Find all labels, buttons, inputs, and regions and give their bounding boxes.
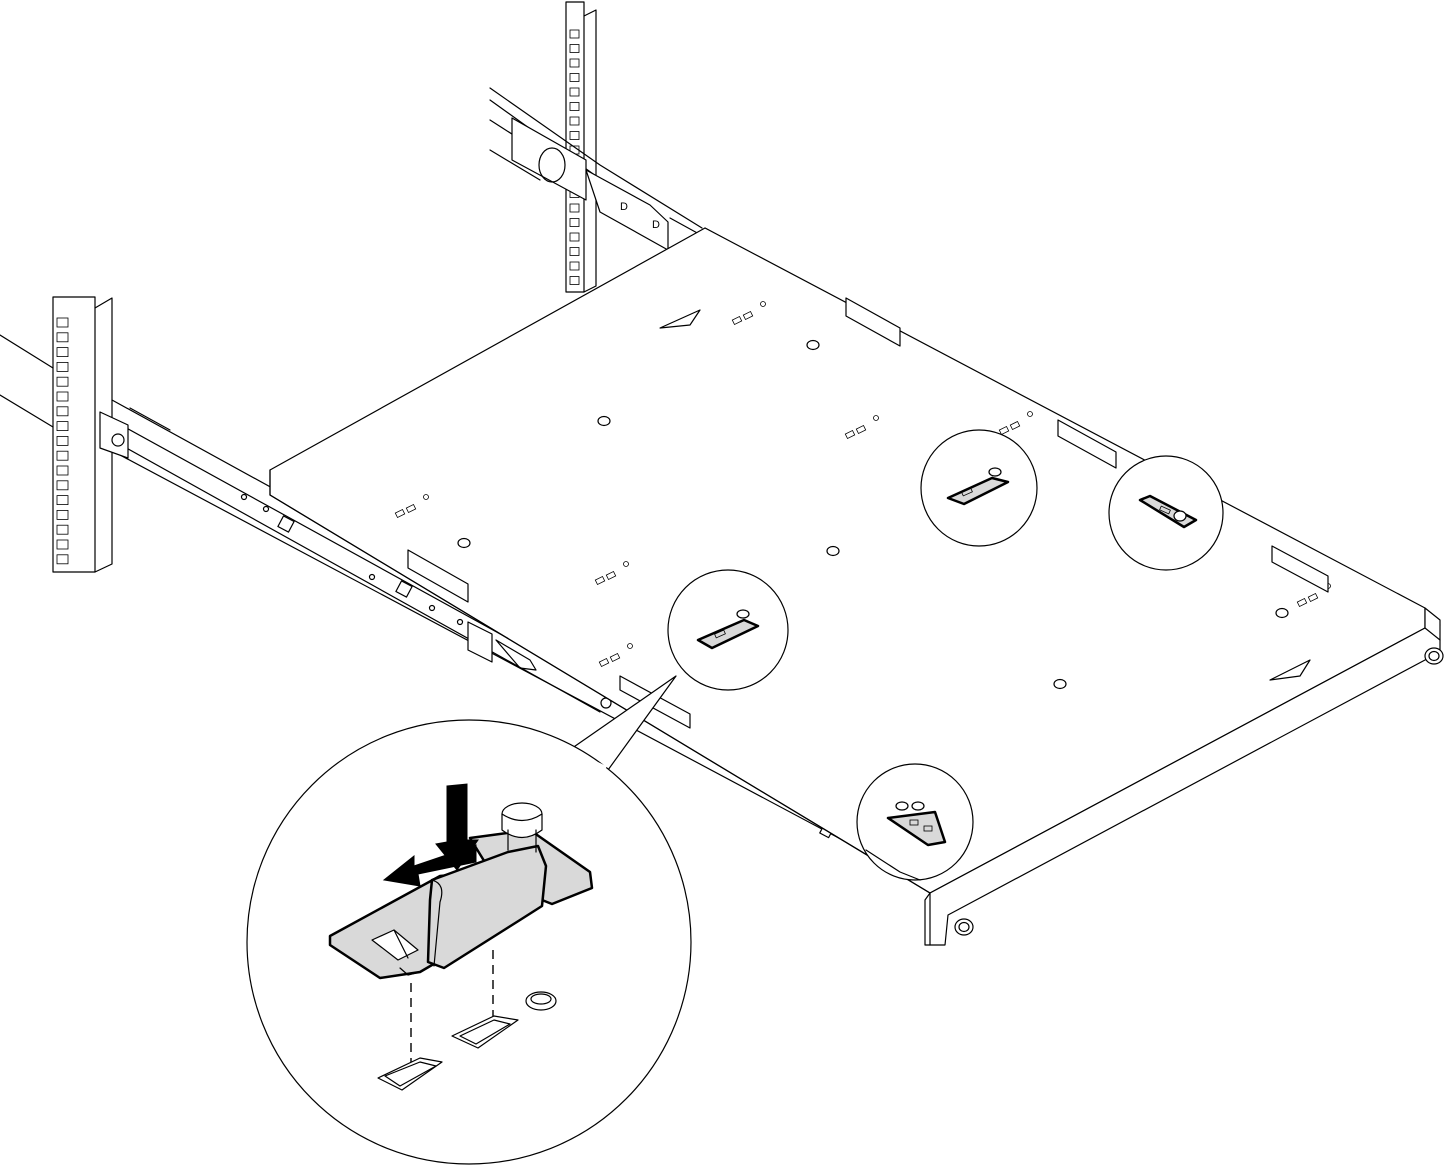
rubber-pad-clip-icon	[946, 467, 1010, 506]
tray-rivet-icon	[423, 494, 429, 500]
enlarged-detail-callout	[246, 675, 692, 1165]
rack-hole-icon	[569, 276, 580, 285]
rubber-pad-clip-icon	[886, 801, 947, 847]
rack-hole-icon	[56, 406, 69, 417]
tray-slot-icon	[1307, 592, 1319, 603]
rack-hole-icon	[569, 203, 580, 213]
tray-slot-icon	[609, 652, 621, 663]
tray-rivet-icon	[623, 561, 629, 567]
rack-hole-icon	[56, 391, 69, 402]
rack-hole-icon	[56, 450, 69, 461]
tray-rivet-icon	[760, 301, 766, 307]
tray-hole-icon	[457, 537, 471, 549]
tray-rivet-icon	[627, 643, 633, 649]
tray-rivet-icon	[873, 415, 879, 421]
tray-rivet-icon	[1027, 411, 1033, 417]
tray-slot-icon	[742, 310, 754, 321]
rack-hole-icon	[56, 539, 69, 550]
tray-slot-icon	[394, 508, 406, 519]
svg-text:D: D	[620, 201, 628, 213]
rack-hole-icon	[56, 509, 69, 520]
rack-hole-icon	[569, 116, 580, 126]
tray-slot-icon	[1009, 420, 1021, 431]
rack-hole-icon	[56, 435, 69, 446]
tray-slot-icon	[598, 657, 610, 668]
rack-hole-icon	[569, 29, 580, 39]
rack-hole-icon	[569, 218, 580, 227]
tray-slot-icon	[451, 1015, 519, 1049]
rack-hole-icon	[569, 232, 580, 242]
rack-hole-icon	[569, 247, 580, 256]
tray-slot-icon	[1296, 597, 1308, 608]
rack-hole-icon	[56, 465, 69, 476]
rack-hole-icon	[56, 495, 69, 506]
rack-hole-icon	[56, 480, 69, 491]
tray-hole-icon	[1275, 607, 1289, 619]
rack-hole-icon	[56, 347, 69, 358]
tray-slot-icon	[594, 575, 606, 586]
rubber-pad-clip-icon	[696, 609, 760, 650]
rack-hole-icon	[56, 524, 69, 535]
tray-slot-icon	[998, 425, 1010, 436]
thumbscrew-icon	[1424, 647, 1444, 665]
rack-hole-icon	[569, 261, 580, 271]
slide-left-arrow-icon	[382, 844, 477, 887]
detail-circle-4	[856, 763, 974, 881]
tray-slot-icon	[844, 429, 856, 440]
rack-hole-icon	[569, 58, 580, 68]
tray-hole-icon	[806, 339, 820, 351]
rack-hole-icon	[56, 317, 69, 328]
detail-circle-2	[1108, 455, 1224, 571]
tray-slot-icon	[855, 424, 867, 435]
rubber-pad-clip-icon	[328, 802, 594, 980]
tray-hole-icon	[597, 415, 611, 427]
detail-circle-3	[667, 569, 789, 691]
tray-hole-icon	[525, 991, 557, 1011]
rack-hole-icon	[569, 131, 580, 140]
shipping-tray-icon	[269, 227, 1444, 946]
rack-hole-icon	[56, 421, 69, 432]
rack-hole-icon	[56, 376, 69, 387]
tray-slot-icon	[605, 570, 617, 581]
tray-slot-icon	[377, 1057, 443, 1091]
tray-hole-icon	[1053, 678, 1067, 690]
detail-circle-1	[920, 429, 1038, 547]
thumbscrew-icon	[954, 918, 974, 936]
tray-slot-icon	[405, 503, 417, 514]
rack-hole-icon	[569, 87, 580, 97]
rack-hole-icon	[569, 73, 580, 82]
rear-rack-post-icon	[565, 1, 597, 293]
rack-hole-icon	[56, 361, 69, 372]
rack-hole-icon	[569, 44, 580, 53]
tray-hole-icon	[826, 545, 840, 557]
svg-text:D: D	[652, 219, 660, 231]
rack-hole-icon	[56, 332, 69, 343]
tray-slot-icon	[731, 315, 743, 326]
rubber-pad-clip-icon	[1138, 494, 1198, 529]
rack-hole-icon	[56, 554, 69, 565]
rack-hole-icon	[569, 102, 580, 111]
